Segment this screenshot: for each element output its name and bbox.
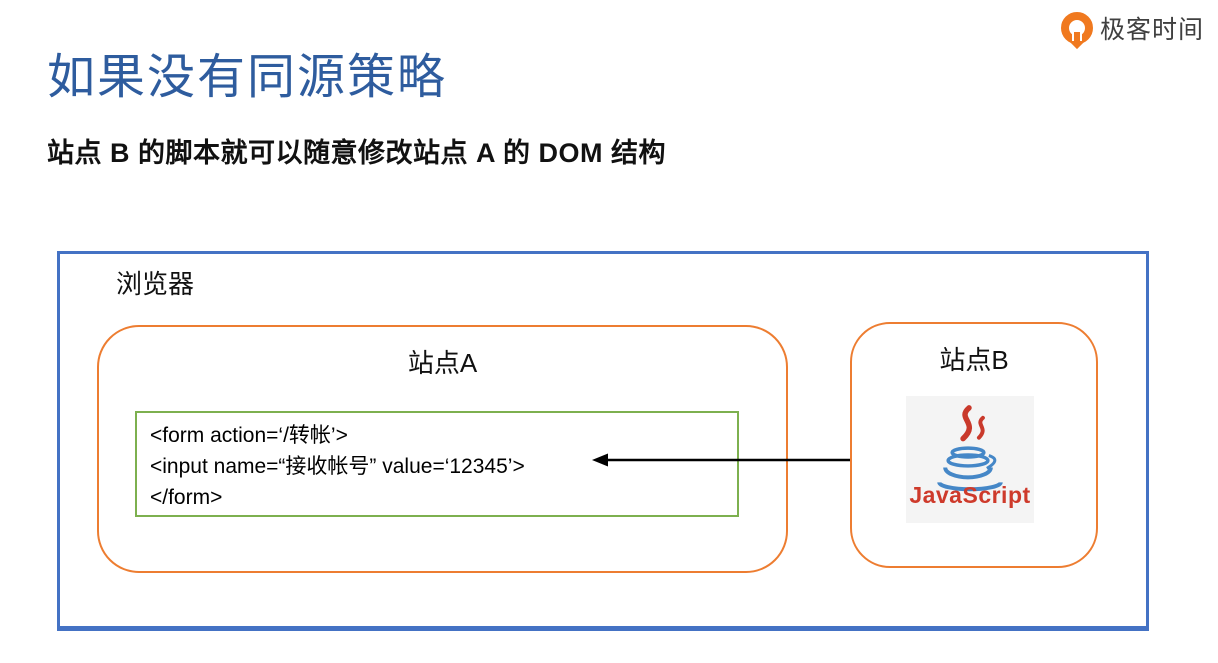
browser-label: 浏览器 (116, 269, 195, 299)
site-b-label: 站点B (939, 345, 1009, 375)
site-a-box: 站点A (97, 325, 788, 573)
java-logo-card: JavaScript (906, 396, 1034, 523)
site-a-label: 站点A (407, 348, 478, 378)
code-line-input: <input name=“接收帐号” value=‘12345’> (150, 455, 525, 478)
code-line-form-open: <form action=‘/转帐’> (150, 424, 348, 447)
page-title: 如果没有同源策略 (47, 51, 448, 105)
arrow-site-b-to-site-a (592, 453, 880, 467)
brand-logo: 极客时间 (1060, 10, 1204, 50)
java-logo-icon (937, 405, 1003, 492)
slide-subtitle: 站点 B 的脚本就可以随意修改站点 A 的 DOM 结构 (47, 138, 666, 168)
geektime-notch (1071, 32, 1082, 41)
java-logo-caption: JavaScript (909, 482, 1031, 508)
brand-name: 极客时间 (1099, 16, 1204, 44)
geektime-logo-icon (1060, 12, 1093, 50)
site-a-code-box: <form action=‘/转帐’> <input name=“接收帐号” v… (135, 411, 739, 517)
code-line-form-close: </form> (150, 486, 223, 509)
